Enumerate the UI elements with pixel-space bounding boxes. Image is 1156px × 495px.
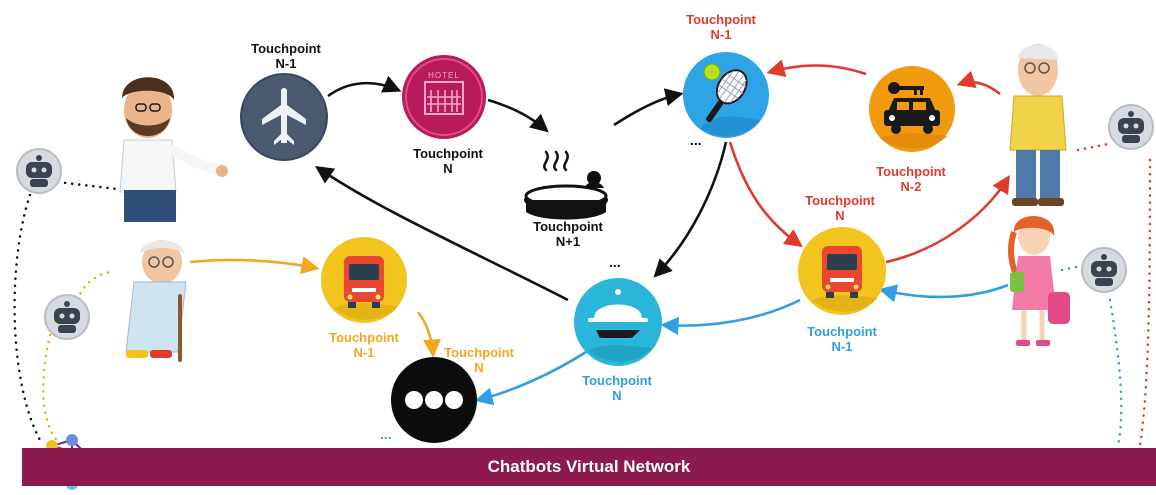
chatbot-icon (44, 294, 90, 340)
airplane-icon (240, 73, 328, 161)
ellipsis-tennis: ... (690, 132, 702, 148)
dotted-link-black (56, 180, 127, 192)
chatbot-icon (1081, 247, 1127, 293)
dotted-link-red-right (1138, 158, 1152, 448)
chatbots-network-banner: Chatbots Virtual Network (22, 448, 1156, 486)
hotel-icon: HOTEL (402, 55, 486, 139)
label-bus-red-touchpoint: Touchpoint N (805, 193, 875, 223)
banner-title: Chatbots Virtual Network (487, 457, 691, 476)
arrow-service-to-more (474, 350, 587, 406)
arrow-bus-to-more (416, 311, 442, 358)
dotted-link-blue-right (1108, 298, 1123, 448)
bus-icon-red (798, 227, 886, 315)
ellipsis-service: ... (609, 254, 621, 270)
tennis-icon (683, 52, 769, 138)
old-man-yellow (1009, 44, 1067, 206)
arrow-man-to-taxi (956, 70, 1001, 96)
arrow-taxi-to-tennis (766, 59, 867, 78)
label-plane-touchpoint: Touchpoint N-1 (251, 41, 321, 71)
label-service-touchpoint: Touchpoint N (582, 373, 652, 403)
chatbot-icon (16, 148, 62, 194)
arrow-girl-to-bus (878, 283, 1009, 303)
journey-arrows (189, 59, 1010, 406)
girl-backpack (1008, 215, 1070, 346)
ellipsis-more: ... (380, 426, 392, 442)
bearded-man (119, 77, 228, 222)
hotel-sign-text: HOTEL (428, 71, 460, 80)
old-man-cane (125, 240, 187, 362)
arrow-plane-to-hotel (327, 75, 402, 98)
dotted-connections (13, 142, 1152, 448)
arrow-oldman-to-bus (189, 256, 320, 275)
arrow-tennis-to-bus (728, 141, 803, 248)
room-service-icon (574, 278, 662, 366)
dotted-link-orange-left (42, 333, 60, 444)
more-icon (391, 357, 477, 443)
label-bus-blue-touchpoint: Touchpoint N-1 (807, 324, 877, 354)
label-hotel-touchpoint: Touchpoint N (413, 146, 483, 176)
arrow-hottub-to-tennis (613, 88, 684, 127)
label-taxi-touchpoint: Touchpoint N-2 (876, 164, 946, 194)
label-hottub-touchpoint: Touchpoint N+1 (533, 219, 603, 249)
arrow-tennis-to-service (653, 141, 728, 278)
dotted-link-black-left (13, 193, 42, 442)
label-more-orange-touchpoint: Touchpoint N (444, 345, 514, 375)
arrow-bus-to-man (885, 174, 1010, 264)
label-tennis-touchpoint: Touchpoint N-1 (686, 12, 756, 42)
chatbot-icon (1108, 104, 1154, 150)
dotted-link-red (1076, 142, 1110, 152)
arrow-hotel-to-hottub (487, 98, 549, 133)
arrow-bus-to-service (660, 298, 801, 336)
arrow-service-to-plane (314, 165, 569, 302)
hot-tub-icon (524, 150, 608, 220)
dotted-link-orange (76, 270, 112, 302)
bus-icon-orange (321, 237, 407, 323)
label-bus-orange-touchpoint: Touchpoint N-1 (329, 330, 399, 360)
taxi-key-icon (869, 66, 955, 152)
